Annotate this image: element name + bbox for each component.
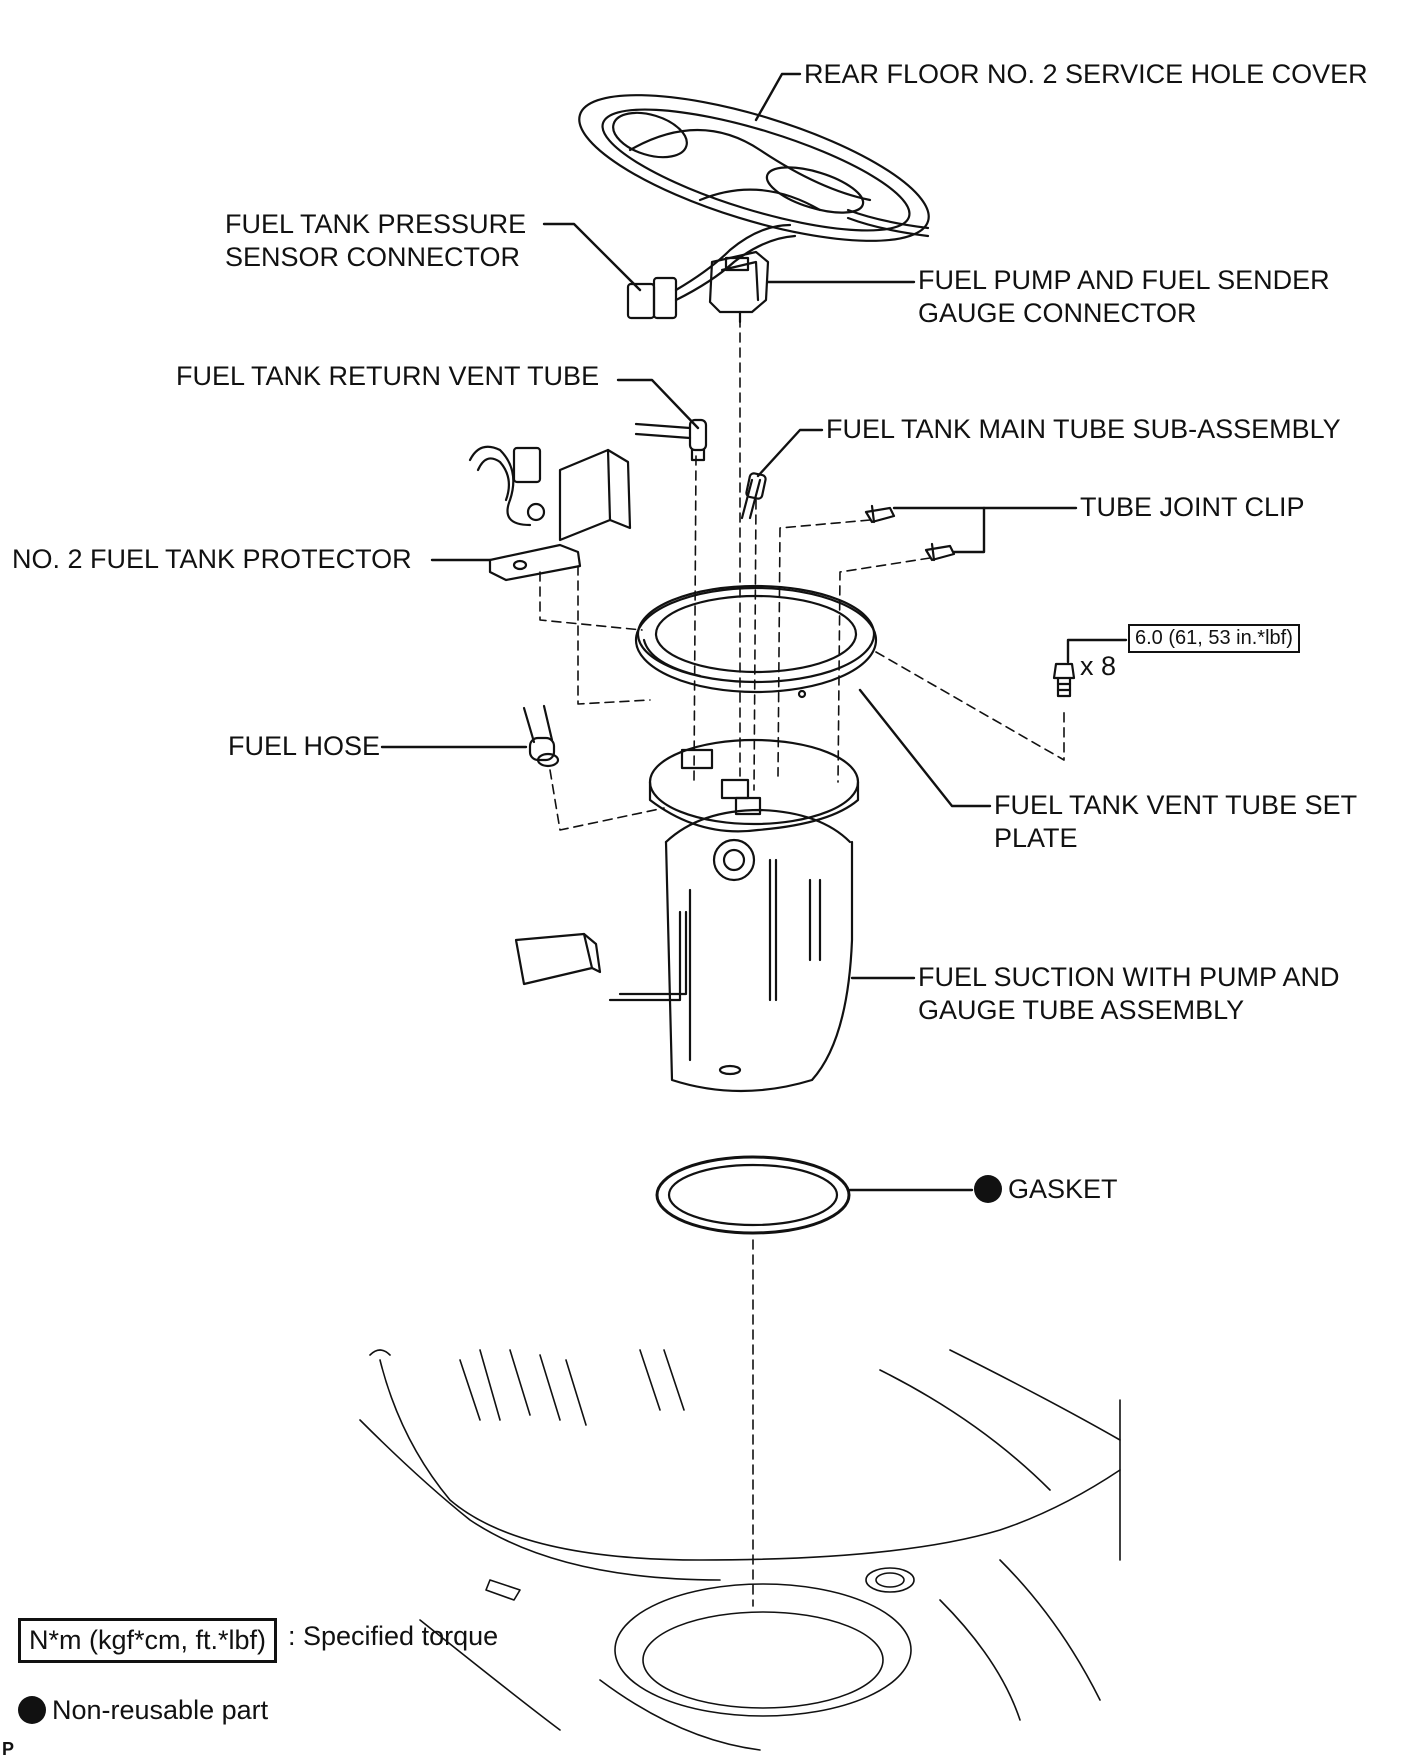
- legend-non-reusable: Non-reusable part: [18, 1694, 268, 1727]
- gasket-part: [655, 1155, 851, 1235]
- bolt-quantity: x 8: [1080, 651, 1117, 681]
- fuel-tank-protector: [468, 445, 632, 582]
- label-gasket: GASKET: [974, 1173, 1118, 1206]
- non-reusable-dot-icon: [974, 1175, 1002, 1203]
- fuel-suction-assembly: [514, 738, 860, 1093]
- non-reusable-legend-icon: [18, 1696, 46, 1724]
- label-service-hole-cover: REAR FLOOR NO. 2 SERVICE HOLE COVER: [804, 59, 1368, 89]
- legend-torque-box: N*m (kgf*cm, ft.*lbf): [18, 1618, 278, 1663]
- label-protector: NO. 2 FUEL TANK PROTECTOR: [12, 544, 412, 574]
- return-vent-tube: [634, 418, 708, 462]
- torque-spec-box: 6.0 (61, 53 in.*lbf): [1128, 624, 1300, 653]
- service-hole-cover: [578, 94, 930, 242]
- label-pump-connector-line1: FUEL PUMP AND FUEL SENDER: [918, 265, 1330, 295]
- label-fuel-hose: FUEL HOSE: [228, 731, 381, 761]
- fuel-hose-part: [522, 704, 560, 768]
- legend-non-reusable-text: Non-reusable part: [52, 1695, 269, 1725]
- tube-joint-clip-lower: [924, 542, 956, 562]
- corner-mark: P: [2, 1739, 15, 1759]
- bolt: [1052, 662, 1076, 698]
- label-return-vent-tube: FUEL TANK RETURN VENT TUBE: [176, 361, 600, 391]
- legend-torque-desc: : Specified torque: [288, 1621, 499, 1651]
- label-vent-tube-set-plate-line2: PLATE: [994, 823, 1078, 853]
- leader-lines: [380, 72, 1128, 1192]
- label-pump-connector-line2: GAUGE CONNECTOR: [918, 298, 1197, 328]
- assembly-lines: [539, 317, 1065, 1607]
- vehicle-floor: [359, 1349, 1121, 1751]
- pressure-sensor-connector: [626, 223, 797, 320]
- label-pressure-sensor-line2: SENSOR CONNECTOR: [225, 242, 521, 272]
- label-suction-assembly-line2: GAUGE TUBE ASSEMBLY: [918, 995, 1245, 1025]
- pump-connector: [708, 250, 770, 324]
- label-tube-joint-clip: TUBE JOINT CLIP: [1080, 492, 1305, 522]
- label-suction-assembly-line1: FUEL SUCTION WITH PUMP AND: [918, 962, 1340, 992]
- gasket-text: GASKET: [1008, 1174, 1118, 1204]
- label-main-tube: FUEL TANK MAIN TUBE SUB-ASSEMBLY: [826, 414, 1341, 444]
- main-tube: [740, 472, 767, 520]
- label-vent-tube-set-plate-line1: FUEL TANK VENT TUBE SET: [994, 790, 1358, 820]
- label-pressure-sensor-line1: FUEL TANK PRESSURE: [225, 209, 527, 239]
- tube-joint-clip-upper: [864, 504, 896, 524]
